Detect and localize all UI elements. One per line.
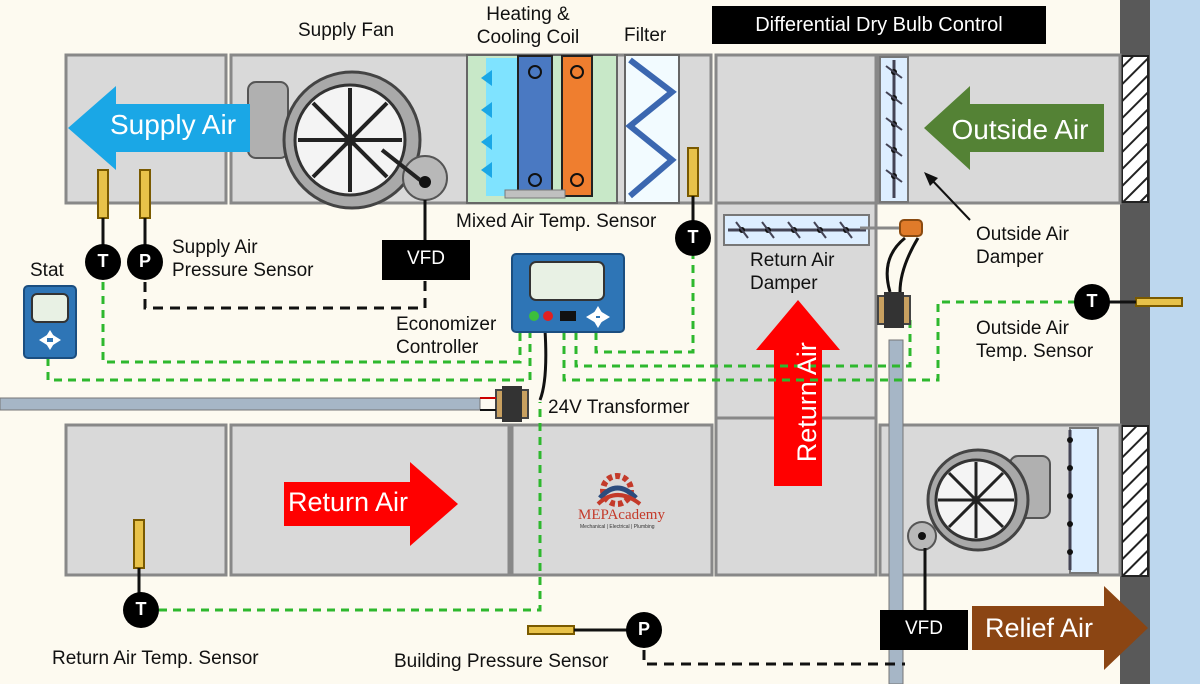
filter xyxy=(624,54,680,204)
relief-air-label: Relief Air xyxy=(984,613,1094,643)
logo-tagline: Mechanical | Electrical | Plumbing xyxy=(580,524,655,530)
damper-actuator xyxy=(899,219,923,237)
relief-damper xyxy=(1067,427,1099,574)
supply-air-temp-sensor: T xyxy=(97,251,109,271)
logo-name: MEPAcademy xyxy=(578,507,665,523)
supply-air-pressure-sensor-label: Supply Air Pressure Sensor xyxy=(172,237,314,281)
return-air-damper-label: Return Air Damper xyxy=(750,250,835,294)
dashed-wiring xyxy=(143,280,905,666)
return-air-damper xyxy=(723,214,870,246)
supply-fan-vfd xyxy=(382,240,470,280)
filter-label: Filter xyxy=(624,25,667,46)
outdoor-area xyxy=(1150,0,1200,684)
return-air-label: Return Air xyxy=(287,487,409,517)
mixed-air-temp-sensor-label: Mixed Air Temp. Sensor xyxy=(456,211,657,232)
relief-louver xyxy=(1121,425,1149,577)
outside-air-label: Outside Air xyxy=(951,114,1089,145)
relief-fan-vfd-label: VFD xyxy=(905,618,943,639)
stat-label: Stat xyxy=(30,260,64,281)
outside-air-arrow xyxy=(924,86,1104,170)
power-wiring xyxy=(101,196,1136,632)
control-wiring xyxy=(46,256,1082,612)
relief-fan-vfd xyxy=(880,610,968,650)
return-air-temp-sensor-label: Return Air Temp. Sensor xyxy=(52,648,259,669)
mixed-air-temp-sensor: T xyxy=(687,227,699,247)
supply-air-arrow xyxy=(68,86,250,170)
economizer-controller-label: Economizer Controller xyxy=(396,314,497,358)
callout-line xyxy=(929,177,971,221)
mep-academy-logo xyxy=(596,473,642,507)
relief-air-arrow xyxy=(972,586,1148,670)
intake-louver xyxy=(1121,55,1149,203)
supply-fan xyxy=(247,70,448,210)
supply-fan-label: Supply Fan xyxy=(298,20,395,41)
callout-arrowhead xyxy=(924,172,938,186)
supply-air-pressure-sensor: P xyxy=(138,251,151,271)
actuator-transformer xyxy=(877,292,911,328)
coil-label: Heating & Cooling Coil xyxy=(476,4,580,48)
return-air-vertical-arrow xyxy=(756,300,840,486)
outside-air-damper-label: Outside Air Damper xyxy=(976,224,1069,268)
building-pressure-sensor: P xyxy=(637,619,650,639)
building-pressure-sensor-label: Building Pressure Sensor xyxy=(394,651,609,672)
supply-fan-vfd-label: VFD xyxy=(407,248,445,269)
return-air-vertical-label: Return Air xyxy=(791,342,822,463)
relief-fan xyxy=(907,448,1051,552)
outside-air-damper xyxy=(879,56,909,203)
heating-cooling-coil xyxy=(466,54,618,204)
transformer-label: 24V Transformer xyxy=(548,397,690,418)
return-air-temp-sensor: T xyxy=(135,599,147,619)
sensor-circles xyxy=(85,220,1110,648)
economizer-controller[interactable] xyxy=(511,253,625,333)
page-title: Differential Dry Bulb Control xyxy=(712,6,1046,44)
transformer xyxy=(480,386,529,422)
outside-air-temp-sensor: T xyxy=(1086,291,1098,311)
outside-air-temp-sensor-label: Outside Air Temp. Sensor xyxy=(976,318,1094,362)
supply-air-label: Supply Air xyxy=(109,109,237,140)
return-air-arrow xyxy=(284,462,458,546)
stat[interactable] xyxy=(23,285,77,359)
